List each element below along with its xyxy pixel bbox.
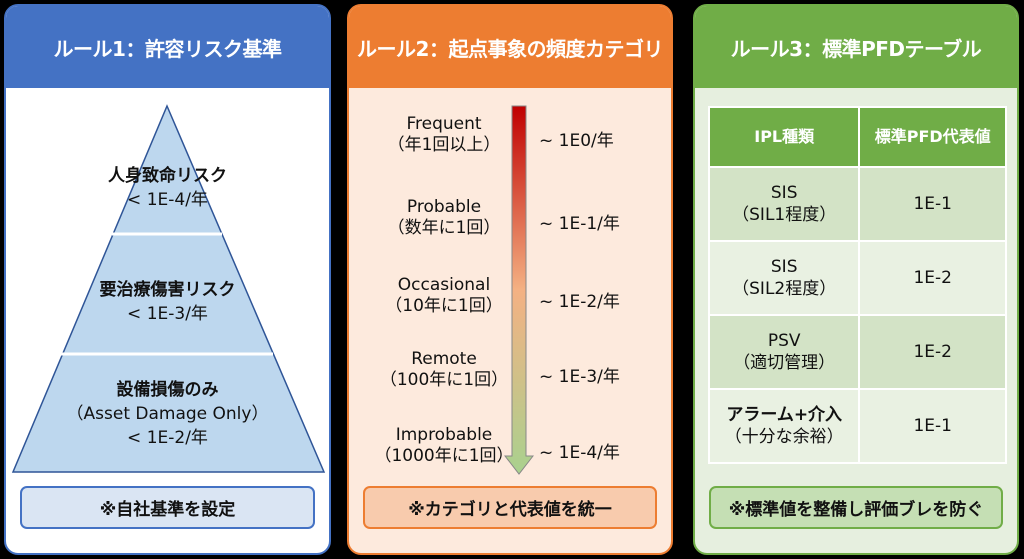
ipl-type: SIS (770, 183, 798, 203)
pyramid-level-fatal: 人身致命リスク < 1E-4/年 (6, 164, 329, 212)
pfd-cell: 1E-2 (858, 240, 1007, 316)
ipl-type-cell: アラーム+介入（十分な余裕） (707, 388, 861, 464)
value-probable: ~ 1E-1/年 (539, 214, 620, 234)
ipl-desc: （適切管理） (733, 353, 836, 373)
ipl-type-cell: SIS（SIL1程度） (707, 166, 861, 242)
pfd-table: IPL種類標準PFD代表値 SIS（SIL1程度）1E-1 SIS（SIL2程度… (707, 106, 1007, 464)
rule3-note: ※標準値を整備し評価ブレを防ぐ (709, 486, 1003, 529)
ipl-desc: （SIL1程度） (732, 205, 837, 225)
level-subtitle: （Asset Damage Only） (66, 404, 269, 424)
pyramid-shape (11, 104, 326, 473)
category-desc: （年1回以上） (387, 135, 501, 155)
rule2-note: ※カテゴリと代表値を統一 (363, 486, 657, 529)
rule2-title: ルール2：起点事象の頻度カテゴリ (349, 6, 671, 88)
rule3-title: ルール3：標準PFDテーブル (695, 6, 1017, 88)
pyramid-level-asset: 設備損傷のみ （Asset Damage Only） < 1E-2/年 (6, 378, 329, 450)
ipl-type: SIS (770, 257, 798, 277)
value-frequent: ~ 1E0/年 (539, 131, 614, 151)
header-pfd: 標準PFD代表値 (858, 106, 1007, 168)
category-name: Occasional (397, 275, 491, 295)
level-limit: < 1E-4/年 (127, 190, 208, 210)
pyramid-level-injury: 要治療傷害リスク < 1E-3/年 (6, 278, 329, 326)
level-limit: < 1E-3/年 (127, 304, 208, 324)
pfd-cell: 1E-2 (858, 314, 1007, 390)
pfd-cell: 1E-1 (858, 166, 1007, 242)
rule3-panel: ルール3：標準PFDテーブル IPL種類標準PFD代表値 SIS（SIL1程度）… (693, 4, 1019, 555)
rule2-panel: ルール2：起点事象の頻度カテゴリ Frequent（年1回以上） ~ 1E0/年… (347, 4, 673, 555)
level-limit: < 1E-2/年 (127, 428, 208, 448)
ipl-desc: （十分な余裕） (724, 427, 844, 447)
value-remote: ~ 1E-3/年 (539, 367, 620, 387)
header-ipl-type: IPL種類 (707, 106, 861, 168)
category-name: Probable (406, 197, 482, 217)
frequency-arrow (504, 105, 534, 475)
category-improbable: Improbable（1000年に1回） (359, 425, 529, 467)
category-name: Improbable (395, 425, 493, 445)
category-frequent: Frequent（年1回以上） (359, 114, 529, 156)
level-name: 要治療傷害リスク (99, 280, 236, 300)
rule1-title: ルール1：許容リスク基準 (6, 6, 329, 88)
category-name: Remote (411, 349, 477, 369)
category-probable: Probable（数年に1回） (359, 197, 529, 239)
ipl-type-cell: SIS（SIL2程度） (707, 240, 861, 316)
category-desc: （100年に1回） (379, 370, 509, 390)
category-occasional: Occasional（10年に1回） (359, 275, 529, 317)
value-improbable: ~ 1E-4/年 (539, 443, 620, 463)
ipl-type: PSV (767, 331, 801, 351)
rule1-panel: ルール1：許容リスク基準 人身致命リスク < 1E-4/年 要治療傷害リスク < 1… (4, 4, 331, 555)
level-name: 人身致命リスク (108, 166, 227, 186)
pfd-cell: 1E-1 (858, 388, 1007, 464)
arrow-down-icon (504, 105, 534, 475)
value-occasional: ~ 1E-2/年 (539, 292, 620, 312)
category-name: Frequent (406, 114, 482, 134)
category-desc: （10年に1回） (385, 296, 503, 316)
risk-pyramid (11, 104, 326, 473)
ipl-desc: （SIL2程度） (732, 279, 837, 299)
table-row: PSV（適切管理）1E-2 (707, 314, 1007, 390)
category-desc: （数年に1回） (387, 218, 501, 238)
ipl-type: アラーム+介入 (726, 405, 843, 425)
ipl-type-cell: PSV（適切管理） (707, 314, 861, 390)
table-row: アラーム+介入（十分な余裕）1E-1 (707, 388, 1007, 464)
table-header-row: IPL種類標準PFD代表値 (707, 106, 1007, 168)
table-row: SIS（SIL2程度）1E-2 (707, 240, 1007, 316)
level-name: 設備損傷のみ (116, 380, 219, 400)
table-row: SIS（SIL1程度）1E-1 (707, 166, 1007, 242)
rule1-note: ※自社基準を設定 (20, 486, 315, 529)
category-desc: （1000年に1回） (374, 446, 514, 466)
category-remote: Remote（100年に1回） (359, 349, 529, 391)
